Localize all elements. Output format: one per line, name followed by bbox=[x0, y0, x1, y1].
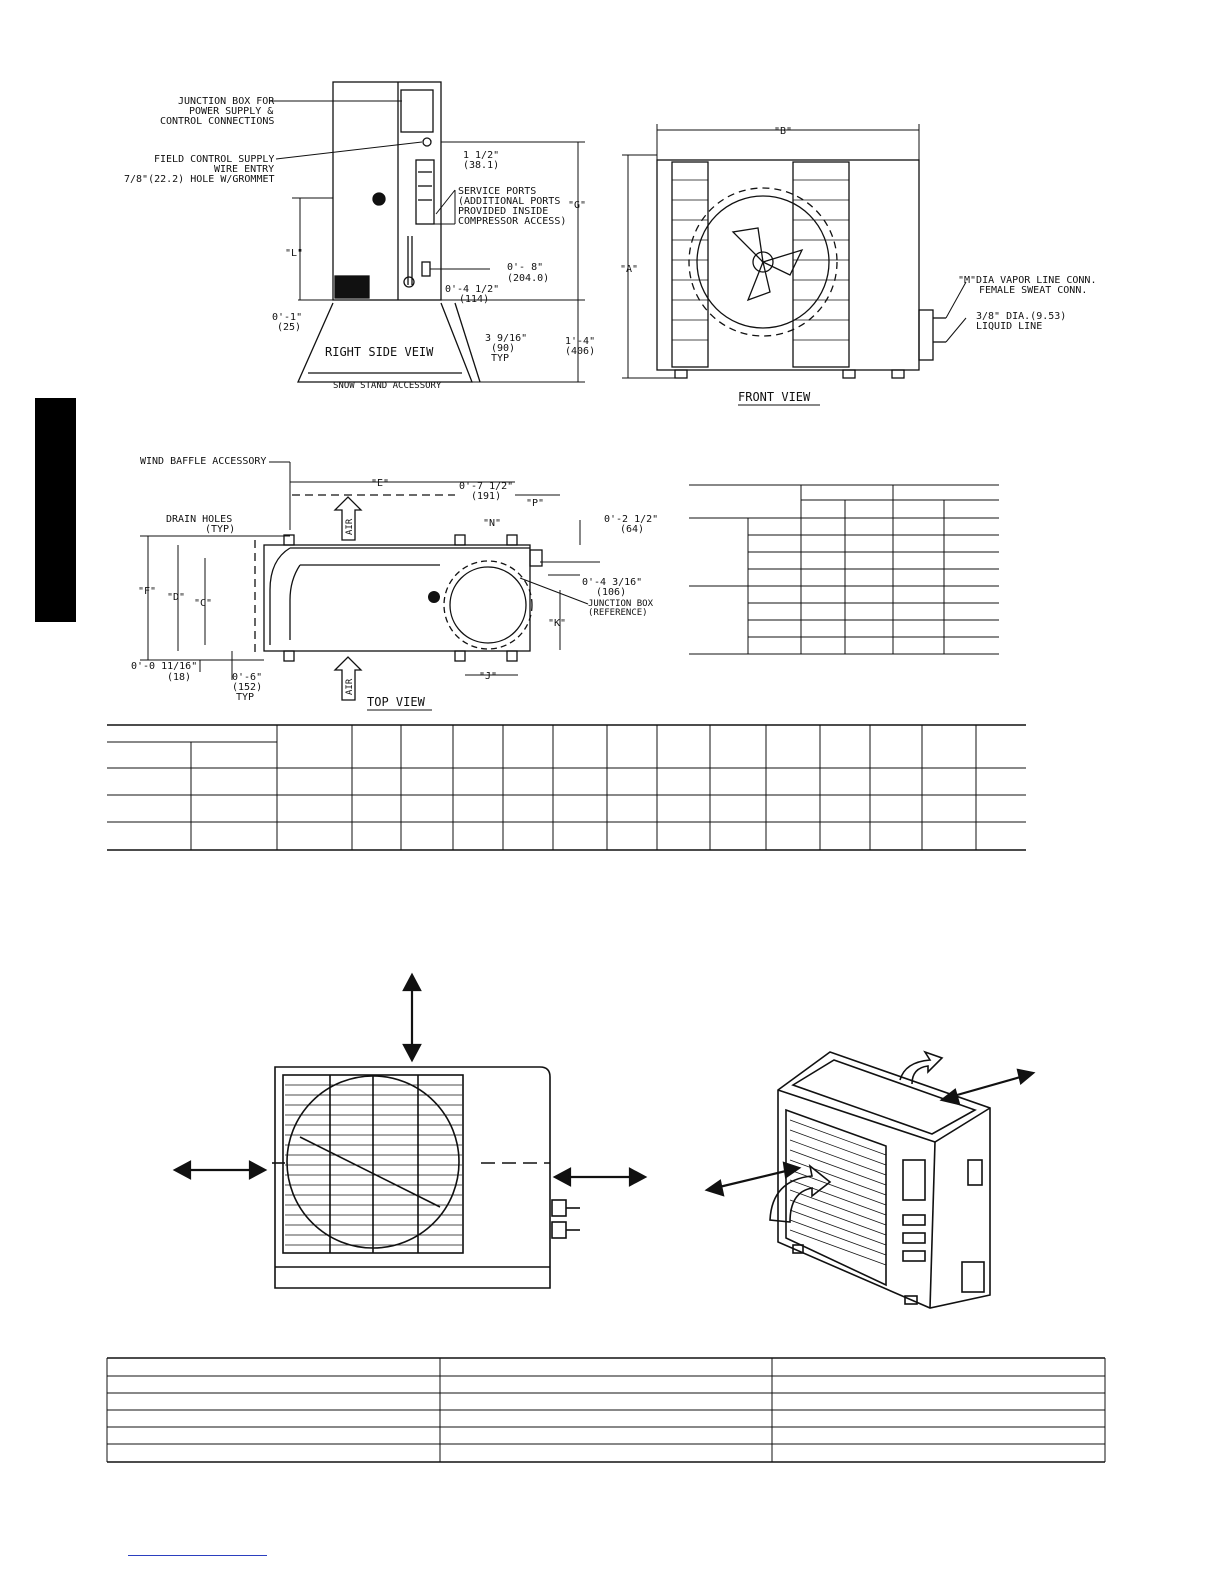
air-label-top: AIR bbox=[345, 518, 355, 535]
vapor-line-label-1: "M"DIA VAPOR LINE CONN. bbox=[958, 275, 1096, 286]
dim-a-label: "A" bbox=[620, 264, 638, 275]
service-ports-label-4: COMPRESSOR ACCESS) bbox=[458, 216, 566, 227]
ground-symbol-icon bbox=[428, 591, 440, 603]
dim-d-label: "D" bbox=[167, 592, 185, 603]
air-label-bottom: AIR bbox=[345, 678, 355, 695]
vapor-line-label-2: FEMALE SWEAT CONN. bbox=[979, 285, 1087, 296]
dim-1-4-label: 1'-4" bbox=[565, 336, 595, 347]
dim-7-5-mm: (191) bbox=[471, 491, 501, 502]
liquid-line-label-1: 3/8" DIA.(9.53) bbox=[976, 311, 1066, 322]
dim-1-mm: (25) bbox=[277, 322, 301, 333]
dim-4-5-label: 0'-4 1/2" bbox=[445, 284, 499, 295]
dim-6-mm: (152) bbox=[232, 682, 262, 693]
dim-e-label: "E" bbox=[371, 478, 389, 489]
dim-l-label: "L" bbox=[285, 248, 303, 259]
dim-g-label: "G" bbox=[568, 200, 586, 211]
field-control-label-2: WIRE ENTRY bbox=[214, 164, 274, 175]
section-tab-marker bbox=[35, 398, 76, 622]
dim-3-9-16-mm: (90) bbox=[491, 343, 515, 354]
ground-symbol-icon bbox=[373, 193, 385, 205]
drain-holes-typ: (TYP) bbox=[205, 524, 235, 535]
dim-1-label: 0'-1" bbox=[272, 312, 302, 323]
front-view-title: FRONT VIEW bbox=[738, 390, 811, 404]
dim-3-9-16: 3 9/16" bbox=[485, 333, 527, 344]
dim-4-5-mm: (114) bbox=[459, 294, 489, 305]
dim-p-label: "P" bbox=[526, 498, 544, 509]
dim-11-16-label: 0'-0 11/16" bbox=[131, 661, 197, 672]
top-view-title: TOP VIEW bbox=[367, 695, 426, 709]
junction-box-ref-label: JUNCTION BOX bbox=[588, 599, 654, 609]
dim-n-label: "N" bbox=[483, 518, 501, 529]
dim-1-1-2: 1 1/2" bbox=[463, 150, 499, 161]
dim-f-label: "F" bbox=[138, 586, 156, 597]
drain-holes-label: DRAIN HOLES bbox=[166, 514, 232, 525]
dim-2-5-mm: (64) bbox=[620, 524, 644, 535]
junction-box-label-2: POWER SUPPLY & bbox=[189, 106, 273, 117]
dim-7-5-label: 0'-7 1/2" bbox=[459, 481, 513, 492]
dim-k-label: "K" bbox=[548, 618, 566, 629]
dim-4-3-16-mm: (106) bbox=[596, 587, 626, 598]
dim-11-16-mm: (18) bbox=[167, 672, 191, 683]
field-control-label-1: FIELD CONTROL SUPPLY bbox=[154, 154, 274, 165]
dim-j-label: "J" bbox=[479, 671, 497, 682]
snow-stand-label: SNOW STAND ACCESSORY bbox=[333, 381, 442, 391]
dim-3-9-16-typ: TYP bbox=[491, 353, 509, 364]
dim-8-label: 0'- 8" bbox=[507, 262, 543, 273]
service-ports-label-3: PROVIDED INSIDE bbox=[458, 206, 548, 217]
dim-1-1-2-mm: (38.1) bbox=[463, 160, 499, 171]
junction-box-label-1: JUNCTION BOX FOR bbox=[178, 96, 275, 107]
right-side-view-title: RIGHT SIDE VEIW bbox=[325, 345, 434, 359]
dim-4-3-16-label: 0'-4 3/16" bbox=[582, 577, 642, 588]
field-control-label-3: 7/8"(22.2) HOLE W/GROMMET bbox=[124, 174, 275, 185]
junction-box-ref-note: (REFERENCE) bbox=[588, 608, 648, 618]
liquid-line-label-2: LIQUID LINE bbox=[976, 321, 1042, 332]
service-ports-label-1: SERVICE PORTS bbox=[458, 186, 536, 197]
dim-6-label: 0'-6" bbox=[232, 672, 262, 683]
dim-2-5-label: 0'-2 1/2" bbox=[604, 514, 658, 525]
dim-1-4-mm: (406) bbox=[565, 346, 595, 357]
service-ports-label-2: (ADDITIONAL PORTS bbox=[458, 196, 560, 207]
dim-b-label: "B" bbox=[774, 126, 792, 137]
junction-box-label-3: CONTROL CONNECTIONS bbox=[160, 116, 274, 127]
footer-link-underline[interactable] bbox=[128, 1555, 267, 1556]
dim-8-mm: (204.0) bbox=[507, 273, 549, 284]
dim-c-label: "C" bbox=[194, 598, 212, 609]
wind-baffle-label: WIND BAFFLE ACCESSORY bbox=[140, 456, 266, 467]
dim-6-typ: TYP bbox=[236, 692, 254, 703]
